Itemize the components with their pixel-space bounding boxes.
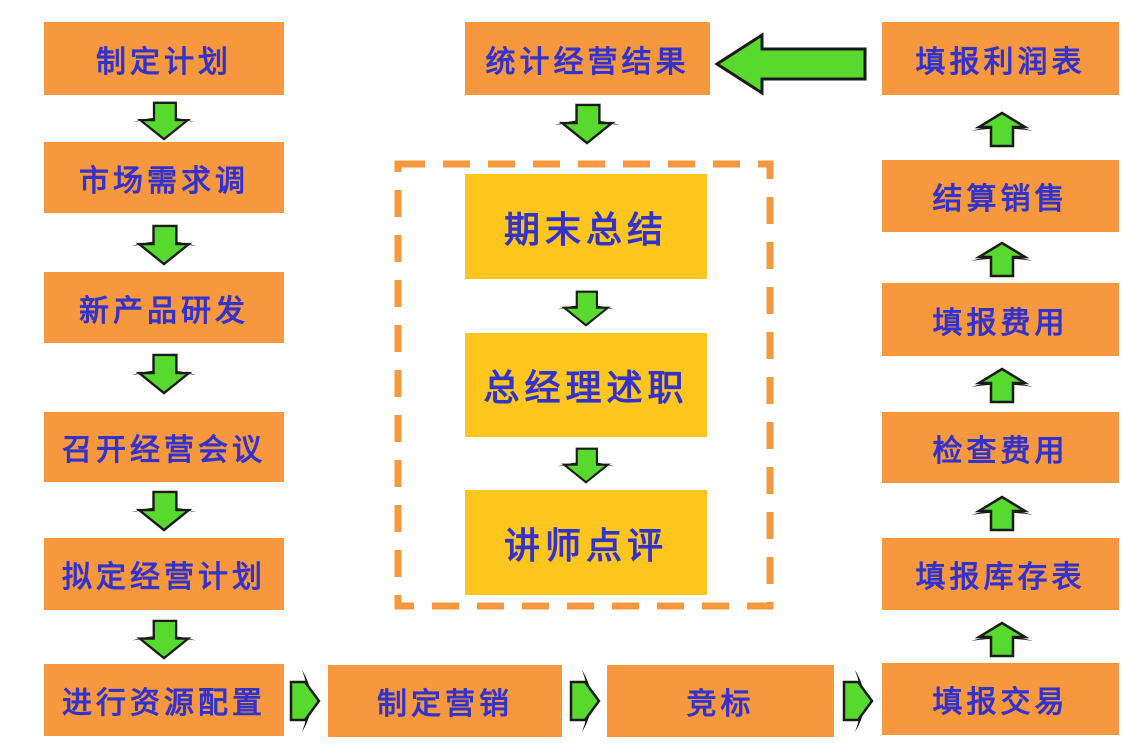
right-arrow-icon <box>568 668 606 734</box>
down-arrow-icon <box>551 103 623 145</box>
left-arrow-icon <box>714 30 868 98</box>
flow-node-check-expenses: 检查费用 <box>882 412 1119 483</box>
down-arrow-icon <box>128 619 200 660</box>
down-arrow-icon <box>555 447 617 484</box>
down-arrow-icon <box>128 224 200 266</box>
right-arrow-icon <box>288 668 326 734</box>
dashed-panel-border <box>394 160 774 610</box>
flow-node-report-transactions: 填报交易 <box>882 663 1119 735</box>
flow-node-settle-sales: 结算销售 <box>882 160 1119 232</box>
flow-node-bidding: 竞标 <box>607 665 834 737</box>
up-arrow-icon <box>969 494 1035 532</box>
flow-node-profit-statement: 填报利润表 <box>882 22 1119 95</box>
flow-node-report-expenses: 填报费用 <box>882 283 1119 356</box>
flow-node-resource-allocation: 进行资源配置 <box>44 664 284 736</box>
up-arrow-icon <box>969 366 1035 404</box>
flow-node-market-demand: 市场需求调 <box>44 142 284 213</box>
up-arrow-icon <box>969 110 1035 148</box>
flow-node-statistics-results: 统计经营结果 <box>465 22 710 95</box>
flow-node-new-product-rd: 新产品研发 <box>44 272 284 343</box>
down-arrow-icon <box>128 101 200 141</box>
down-arrow-icon <box>128 353 200 395</box>
right-arrow-icon <box>841 668 879 734</box>
flow-node-term-summary: 期末总结 <box>465 174 707 279</box>
flow-node-gm-report: 总经理述职 <box>465 333 707 437</box>
down-arrow-icon <box>555 290 617 327</box>
up-arrow-icon <box>969 620 1035 658</box>
flow-node-business-meeting: 召开经营会议 <box>44 412 284 482</box>
flow-node-inventory-table: 填报库存表 <box>882 538 1119 610</box>
down-arrow-icon <box>128 490 200 532</box>
flow-node-lecturer-comments: 讲师点评 <box>465 490 707 595</box>
flow-node-draft-business-plan: 拟定经营计划 <box>44 538 284 610</box>
flow-node-make-plan: 制定计划 <box>44 22 284 95</box>
up-arrow-icon <box>969 240 1035 278</box>
flow-node-marketing-plan: 制定营销 <box>328 665 562 737</box>
